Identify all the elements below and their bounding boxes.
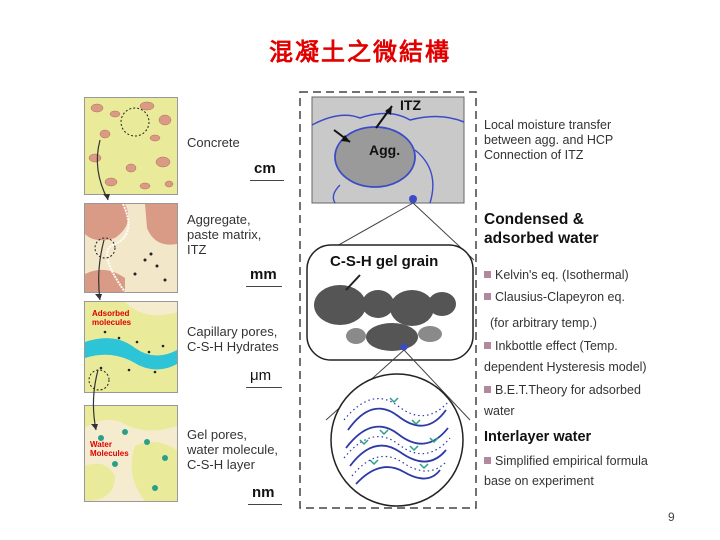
bullet-clausius: Clausius-Clapeyron eq.	[495, 290, 625, 305]
csh-gel-grain-label: C-S-H gel grain	[330, 253, 438, 270]
interlayer-heading: Interlayer water	[484, 428, 591, 447]
bullet-bet-cont: water	[484, 404, 515, 419]
moisture-line: Connection of ITZ	[484, 148, 583, 162]
bullet-kelvin: Kelvin's eq. (Isothermal)	[495, 268, 629, 283]
interlayer-circle	[331, 374, 463, 506]
agg-label: Agg.	[369, 142, 400, 158]
heading-line: Condensed &	[484, 211, 584, 228]
zoom-arrows	[93, 140, 108, 430]
bullet-inkbottle-cont: dependent Hysteresis model)	[484, 360, 647, 375]
bullet-inkbottle: Inkbottle effect (Temp.	[495, 339, 618, 354]
bullet-empirical-cont: base on experiment	[484, 474, 594, 489]
heading-line: adsorbed water	[484, 230, 599, 247]
itz-label: ITZ	[400, 97, 421, 113]
bullet-clausius-cont: (for arbitrary temp.)	[490, 316, 597, 331]
moisture-line: between agg. and HCP	[484, 133, 613, 147]
condensed-water-heading: Condensed & adsorbed water	[484, 210, 599, 248]
moisture-line: Local moisture transfer	[484, 118, 611, 132]
bullet-empirical: Simplified empirical formula	[495, 454, 648, 469]
moisture-transfer-text: Local moisture transfer between agg. and…	[484, 118, 613, 163]
page-number: 9	[668, 510, 675, 524]
bullet-bet: B.E.T.Theory for adsorbed	[495, 383, 641, 398]
